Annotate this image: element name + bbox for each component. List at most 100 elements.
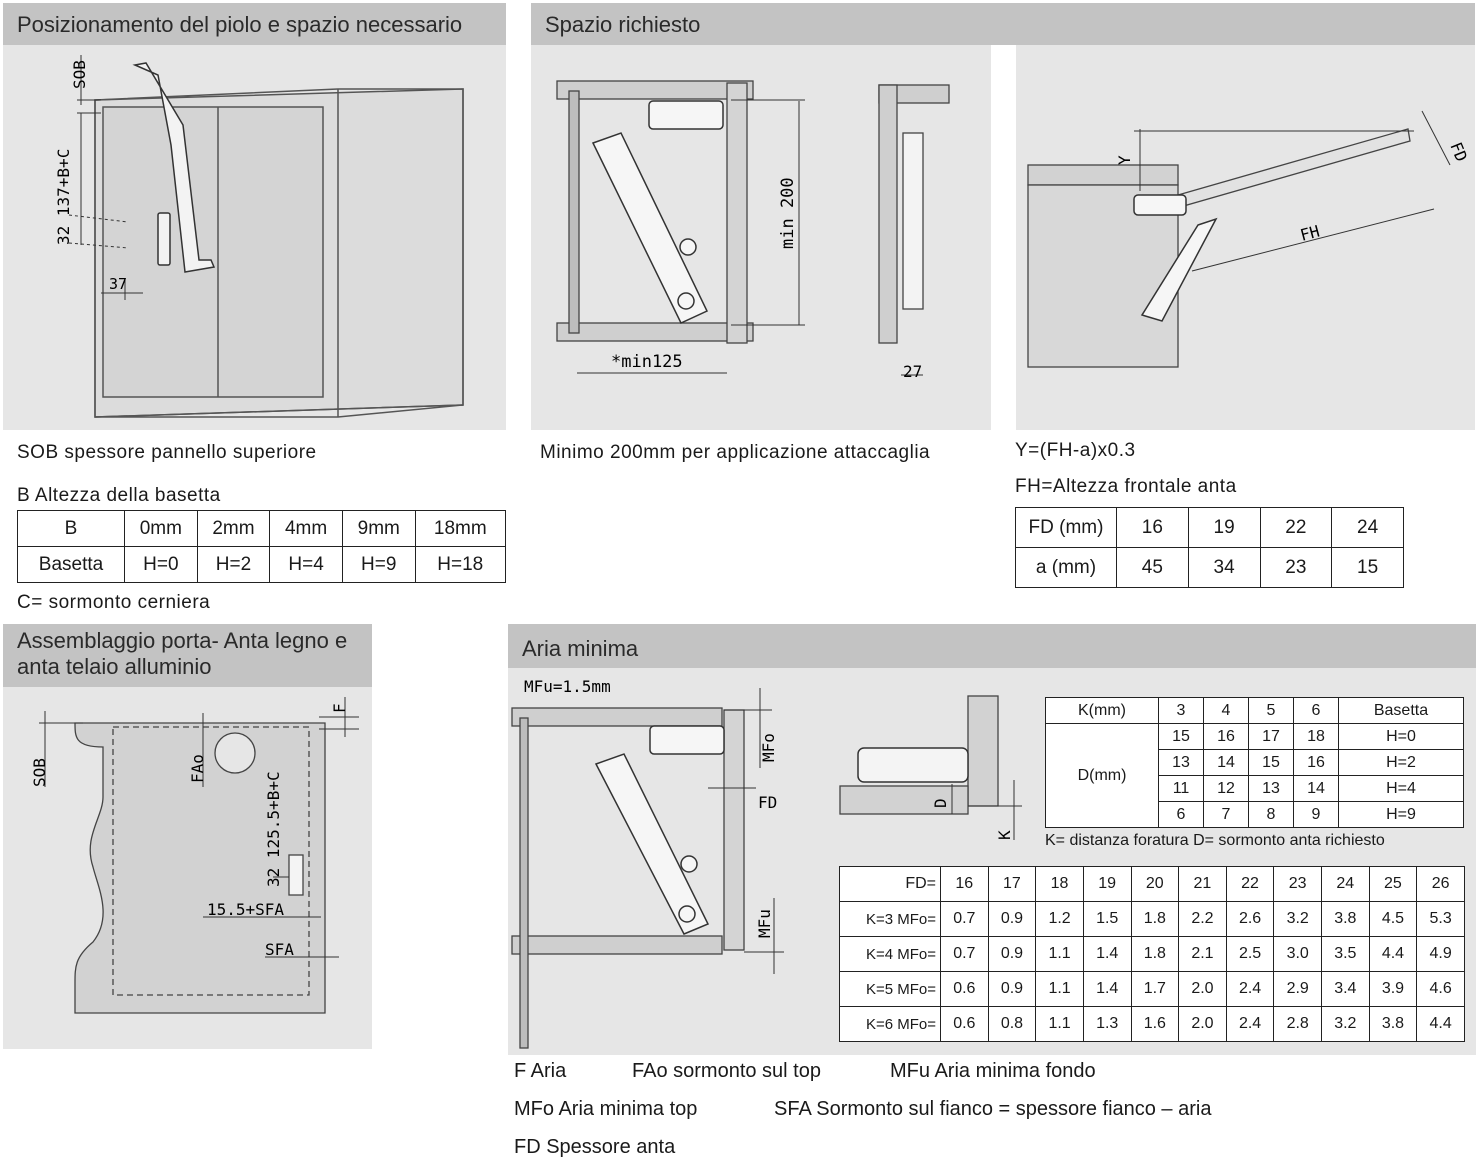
front-height-diagram: Y FD FH — [1016, 45, 1475, 430]
fh-description: FH=Altezza frontale anta — [1015, 476, 1237, 497]
basetta-table: B 0mm 2mm 4mm 9mm 18mm Basetta H=0 H=2 H… — [17, 510, 507, 583]
table-cell: 0.8 — [987, 1006, 1037, 1042]
table-cell: 1.1 — [1035, 971, 1084, 1007]
table-cell: 1.8 — [1130, 901, 1180, 937]
basetta-header-row: B 0mm 2mm 4mm 9mm 18mm — [17, 510, 507, 547]
table-cell: 3.5 — [1321, 936, 1370, 972]
legend-fd: FD Spessore anta — [514, 1136, 676, 1158]
table-cell: 0.9 — [987, 936, 1037, 972]
table-cell: 15 — [1158, 723, 1204, 750]
table-cell: 2.6 — [1225, 901, 1275, 937]
table-row: K=3 MFo= 0.7 0.9 1.2 1.5 1.8 2.2 2.6 3.2… — [839, 901, 1465, 937]
sob-label: SOB — [70, 60, 89, 89]
row-label: K=5 MFo= — [839, 971, 941, 1007]
lift-diagram: min 200 *min125 27 — [556, 80, 950, 381]
mfo-table: FD= 16 17 18 19 20 21 22 23 24 25 26 K=3… — [839, 866, 1465, 1042]
a-value-row: a (mm) 45 34 23 15 — [1015, 547, 1404, 588]
table-cell: B — [17, 510, 125, 547]
table-cell: 3.4 — [1321, 971, 1370, 1007]
dim-27-label: 27 — [903, 362, 922, 381]
row-label: K=6 MFo= — [839, 1006, 941, 1042]
table-cell: 25 — [1368, 866, 1418, 902]
required-space-diagram: min 200 *min125 27 — [531, 45, 991, 430]
table-cell: 14 — [1293, 775, 1339, 802]
table-cell: 1.6 — [1130, 1006, 1180, 1042]
section-header-required-space: Spazio richiesto — [531, 3, 1475, 45]
table-cell: K(mm) — [1045, 697, 1159, 724]
min125-label: *min125 — [611, 352, 683, 372]
table-cell: 3 — [1158, 697, 1204, 724]
mfo-header-row: FD= 16 17 18 19 20 21 22 23 24 25 26 — [839, 866, 1465, 902]
legend-fao: FAo sormonto sul top — [632, 1060, 821, 1082]
table-cell: 1.1 — [1035, 936, 1084, 972]
table-cell: 4.4 — [1416, 1006, 1465, 1042]
table-cell: 24 — [1331, 507, 1404, 548]
table-cell: 0.9 — [987, 971, 1037, 1007]
table-cell: 4.5 — [1368, 901, 1418, 937]
table-cell: 2mm — [196, 510, 271, 547]
table-cell: 4mm — [269, 510, 343, 547]
sfa-155-label: 15.5+SFA — [207, 900, 284, 919]
row-label: K=4 MFo= — [839, 936, 941, 972]
fao-label: FAo — [188, 754, 207, 783]
door-assembly-diagram: SOB FAo F 32 125.5+B+C 15.5+SFA SFA — [3, 687, 372, 1049]
table-cell: 1.1 — [1035, 1006, 1084, 1042]
table-row: 6 7 8 9 H=9 — [1046, 801, 1464, 828]
table-cell: FD (mm) — [1015, 507, 1117, 548]
table-cell: 2.0 — [1178, 971, 1227, 1007]
table-cell: 2.9 — [1273, 971, 1322, 1007]
table-cell: H=2 — [1338, 749, 1464, 776]
table-row: K=6 MFo= 0.6 0.8 1.1 1.3 1.6 2.0 2.4 2.8… — [839, 1006, 1465, 1042]
table-cell: 2.1 — [1178, 936, 1227, 972]
row-label: K=3 MFo= — [839, 901, 941, 937]
table-cell: 24 — [1321, 866, 1370, 902]
fd-header-label: FD= — [839, 866, 941, 902]
table-cell: 3.2 — [1321, 1006, 1370, 1042]
table-cell: 16 — [1293, 749, 1339, 776]
table-cell: 2.4 — [1225, 1006, 1275, 1042]
table-row: K=4 MFo= 0.7 0.9 1.1 1.4 1.8 2.1 2.5 3.0… — [839, 936, 1465, 972]
table-row: 13 14 15 16 H=2 — [1046, 749, 1464, 776]
k-d-table: K(mm) 3 4 5 6 Basetta D(mm) 15 16 17 18 … — [1045, 697, 1464, 828]
table-cell: 0.6 — [940, 971, 989, 1007]
section-title: Posizionamento del piolo e spazio necess… — [17, 12, 463, 37]
table-cell: 2.5 — [1225, 936, 1275, 972]
table-cell: 5.3 — [1416, 901, 1465, 937]
dim-125-label: 32 125.5+B+C — [264, 771, 283, 887]
table-cell: 3.0 — [1273, 936, 1322, 972]
table-cell: H=0 — [1338, 723, 1464, 750]
table-cell: H=4 — [269, 546, 343, 583]
mfu-formula-label: MFu=1.5mm — [524, 677, 611, 696]
table-cell: H=9 — [1338, 801, 1464, 828]
table-cell: 23 — [1259, 547, 1333, 588]
table-cell: 0.7 — [940, 901, 989, 937]
table-cell: 6 — [1293, 697, 1339, 724]
table-cell: 9mm — [341, 510, 416, 547]
d-label-cell: D(mm) — [1045, 723, 1159, 828]
table-cell: 13 — [1248, 775, 1294, 802]
table-cell: 9 — [1293, 801, 1339, 828]
table-cell: 19 — [1082, 866, 1132, 902]
table-cell: 2.4 — [1225, 971, 1275, 1007]
hinge-detail-drawing: D K — [839, 695, 1022, 840]
dim-37-label: 37 — [109, 275, 127, 293]
min200-label: min 200 — [778, 177, 798, 249]
table-cell: 17 — [987, 866, 1037, 902]
table-cell: 1.3 — [1082, 1006, 1132, 1042]
fd-header-row: FD (mm) 16 19 22 24 — [1015, 507, 1404, 548]
table-cell: 13 — [1158, 749, 1204, 776]
section-title-line2: anta telaio alluminio — [17, 654, 212, 679]
section-header-peg-positioning: Posizionamento del piolo e spazio necess… — [3, 3, 506, 45]
section-header-min-air: Aria minima — [508, 624, 1476, 668]
k-label: K — [995, 830, 1014, 840]
fd-a-table: FD (mm) 16 19 22 24 a (mm) 45 34 23 15 — [1015, 507, 1404, 588]
front-height-drawing: Y FD FH — [1027, 110, 1471, 368]
table-cell: 1.8 — [1130, 936, 1180, 972]
table-row: D(mm) 15 16 17 18 H=0 — [1045, 723, 1464, 828]
table-cell: 0.6 — [940, 1006, 989, 1042]
table-cell: 4.9 — [1416, 936, 1465, 972]
f-label: F — [330, 703, 349, 713]
table-cell: 3.8 — [1321, 901, 1370, 937]
table-cell: 19 — [1187, 507, 1261, 548]
table-cell: 16 — [1203, 723, 1249, 750]
